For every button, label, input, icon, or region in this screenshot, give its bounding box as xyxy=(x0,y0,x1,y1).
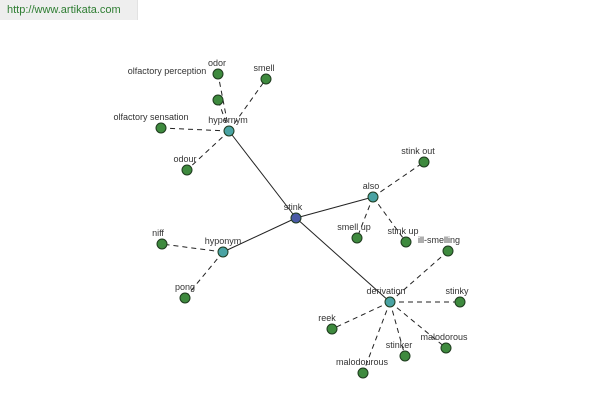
node-hyponym[interactable] xyxy=(217,246,229,258)
node-reek[interactable] xyxy=(326,323,338,335)
edge-derivation-malodorous xyxy=(389,301,447,349)
label-olfactory-sensation: olfactory sensation xyxy=(113,112,188,122)
label-reek: reek xyxy=(318,313,336,323)
node-olfactory-sensation[interactable] xyxy=(155,122,167,134)
label-odor: odor xyxy=(208,58,226,68)
label-stink-out: stink out xyxy=(401,146,435,156)
node-smell-up[interactable] xyxy=(351,232,363,244)
edge-also-smell-up xyxy=(356,196,374,239)
label-pong: pong xyxy=(175,282,195,292)
node-hypernym[interactable] xyxy=(223,125,235,137)
edge-stink-also xyxy=(295,196,374,219)
edge-hyponym-niff xyxy=(161,243,224,253)
node-malodourous[interactable] xyxy=(357,367,369,379)
url-banner: http://www.artikata.com xyxy=(0,0,138,20)
node-pong[interactable] xyxy=(179,292,191,304)
label-derivation: derivation xyxy=(366,286,405,296)
node-olfactory-perception[interactable] xyxy=(212,94,224,106)
edge-stink-derivation xyxy=(295,217,391,303)
label-odour: odour xyxy=(173,154,196,164)
edge-also-stink-out xyxy=(372,161,425,198)
node-stink-root[interactable] xyxy=(290,212,302,224)
graph-edges xyxy=(160,73,460,374)
node-stink-up[interactable] xyxy=(400,236,412,248)
edge-stink-hyponym xyxy=(222,217,297,253)
label-malodorous: malodorous xyxy=(420,332,468,342)
edge-hyponym-pong xyxy=(184,251,224,299)
site-url-link[interactable]: http://www.artikata.com xyxy=(7,4,121,16)
graph-nodes xyxy=(155,68,466,379)
edge-hypernym-smell xyxy=(228,78,267,132)
edge-hypernym-olfactory-sensation xyxy=(160,127,230,132)
label-ill-smelling: ill-smelling xyxy=(418,235,460,245)
node-smell[interactable] xyxy=(260,73,272,85)
node-also[interactable] xyxy=(367,191,379,203)
node-odour[interactable] xyxy=(181,164,193,176)
edge-stink-hypernym xyxy=(228,130,297,219)
label-olfactory-perception: olfactory perception xyxy=(128,66,207,76)
node-derivation[interactable] xyxy=(384,296,396,308)
label-stinky: stinky xyxy=(445,286,469,296)
edge-hypernym-odor xyxy=(217,73,230,132)
edge-derivation-reek xyxy=(331,301,391,330)
label-stink-root: stink xyxy=(284,202,303,212)
node-odor[interactable] xyxy=(212,68,224,80)
node-stink-out[interactable] xyxy=(418,156,430,168)
edge-hypernym-odour xyxy=(186,130,230,171)
node-malodorous[interactable] xyxy=(440,342,452,354)
node-stinky[interactable] xyxy=(454,296,466,308)
label-niff: niff xyxy=(152,228,164,238)
node-stinker[interactable] xyxy=(399,350,411,362)
label-malodourous: malodourous xyxy=(336,357,389,367)
edge-derivation-stinker xyxy=(389,301,406,357)
label-stink-up: stink up xyxy=(387,226,418,236)
label-smell: smell xyxy=(253,63,274,73)
label-hyponym: hyponym xyxy=(205,236,242,246)
label-stinker: stinker xyxy=(386,340,413,350)
label-smell-up: smell up xyxy=(337,222,371,232)
edge-derivation-malodourous xyxy=(362,301,391,374)
label-also: also xyxy=(363,181,380,191)
edge-also-stink-up xyxy=(372,196,407,243)
edge-derivation-ill-smelling xyxy=(389,250,449,303)
node-ill-smelling[interactable] xyxy=(442,245,454,257)
label-hypernym: hypernym xyxy=(208,115,248,125)
node-niff[interactable] xyxy=(156,238,168,250)
